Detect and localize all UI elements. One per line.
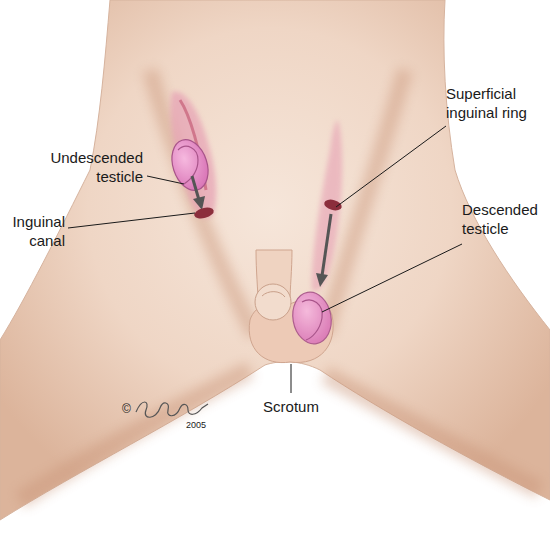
signature-flourish xyxy=(136,402,208,417)
thigh-shade xyxy=(20,370,250,500)
left-inguinal-region xyxy=(166,92,216,221)
part-label: Superficial inguinal ring xyxy=(446,84,544,122)
part-label: Inguinal canal xyxy=(3,212,65,250)
descent-arrow xyxy=(322,214,331,276)
descent-arrowhead xyxy=(316,273,328,287)
body-outline xyxy=(0,0,550,520)
undescended-testicle xyxy=(166,135,214,195)
leader-line xyxy=(147,176,184,184)
part-label: Undescended testicle xyxy=(43,148,143,186)
groin-crease xyxy=(150,70,255,335)
inguinal-ring-opening xyxy=(193,206,215,221)
leader-line xyxy=(322,244,462,312)
leader-line xyxy=(68,213,195,228)
epididymis xyxy=(302,300,322,340)
leader-line xyxy=(336,126,446,207)
descent-arrowhead xyxy=(193,196,205,210)
part-label: Descended testicle xyxy=(462,200,546,238)
epididymis xyxy=(178,146,198,184)
leader-lines xyxy=(68,126,462,393)
penis-glans xyxy=(255,284,291,320)
thigh-shade xyxy=(325,375,540,490)
descended-testicle xyxy=(289,289,335,347)
copyright-mark: © xyxy=(122,402,136,417)
superficial-inguinal-ring xyxy=(323,198,343,212)
descent-arrow xyxy=(192,176,199,200)
part-label: Scrotum xyxy=(246,397,336,416)
year-label: 2005 xyxy=(186,420,216,431)
glans-detail xyxy=(262,292,285,297)
skin-shading xyxy=(20,70,540,500)
leader-line xyxy=(291,364,292,393)
